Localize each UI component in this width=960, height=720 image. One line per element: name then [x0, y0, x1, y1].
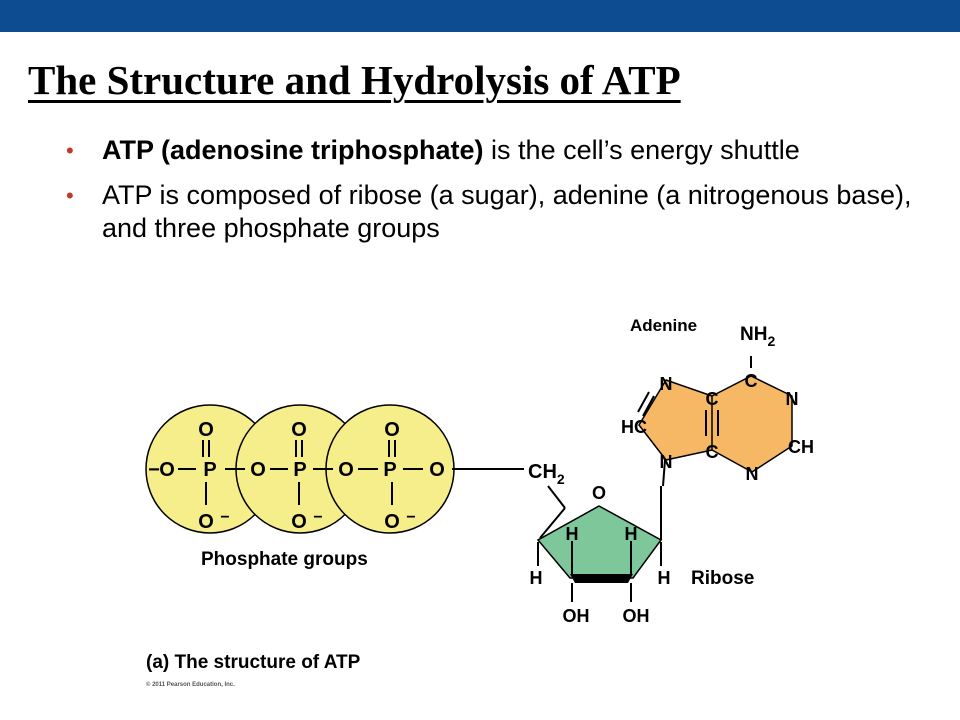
atom-n: N [746, 464, 759, 484]
phosphate-bonds [178, 440, 524, 505]
adenine-atoms: C N C N HC CH C N N [621, 371, 814, 484]
atom-hc: HC [621, 417, 647, 437]
atom-oh: OH [563, 606, 590, 626]
bullet-1-text: is the cell’s energy shuttle [483, 135, 800, 165]
atom-o: O [384, 511, 400, 533]
bullet-icon: • [66, 138, 74, 163]
atom-o: O [384, 419, 400, 441]
atom-o: O [159, 459, 175, 481]
atom-h: H [625, 524, 638, 544]
bullet-item-2: • ATP is composed of ribose (a sugar), a… [66, 179, 946, 245]
bullet-2-text: ATP is composed of ribose (a sugar), ade… [102, 180, 912, 243]
atom-h: H [566, 524, 579, 544]
atom-h: H [542, 461, 556, 483]
atom-o: O [198, 511, 214, 533]
atom-ch: CH [788, 437, 814, 457]
atom-p: P [383, 459, 396, 481]
adenine-bonds [637, 356, 752, 487]
atom-o: O [250, 459, 266, 481]
atom-oh: OH [623, 606, 650, 626]
atom-o: O [429, 459, 445, 481]
header-bar [0, 0, 960, 32]
atom-minus: − [220, 509, 229, 526]
atom-c: C [706, 442, 719, 462]
atom-n: N [660, 374, 673, 394]
atom-c: C [706, 389, 719, 409]
atom-o: O [291, 511, 307, 533]
adenine-label: Adenine [630, 316, 697, 335]
atom-ch2: CH2 [528, 461, 565, 487]
atom-o: O [291, 419, 307, 441]
ribose-label: Ribose [691, 568, 754, 589]
atom-p: P [293, 459, 306, 481]
subscript-2: 2 [767, 333, 775, 349]
copyright-text: © 2011 Pearson Education, Inc. [146, 681, 235, 688]
bullet-list: • ATP (adenosine triphosphate) is the ce… [66, 134, 946, 257]
adenine-rings [638, 375, 793, 473]
bullet-item-1: • ATP (adenosine triphosphate) is the ce… [66, 134, 946, 167]
atom-nh2: NH2 [740, 324, 775, 349]
atom-nh: NH [740, 324, 767, 345]
atom-o: O [338, 459, 354, 481]
phosphate-atoms: O O O − O P O P O P O O − O − O − [148, 419, 445, 533]
bullet-icon: • [66, 183, 74, 208]
atom-o: O [592, 483, 606, 503]
atom-n: N [786, 389, 799, 409]
atom-o: O [198, 419, 214, 441]
ribose-bonds [537, 485, 662, 602]
atom-p: P [203, 459, 216, 481]
ribose-atoms: O H H H H OH OH [530, 483, 671, 626]
atom-h: H [658, 568, 671, 588]
bullet-1-bold: ATP (adenosine triphosphate) [102, 135, 484, 165]
figure-caption: (a) The structure of ATP [146, 652, 361, 673]
atom-h: H [530, 568, 543, 588]
slide-title: The Structure and Hydrolysis of ATP [28, 57, 681, 103]
atom-minus: − [148, 459, 160, 481]
atom-n: N [660, 452, 673, 472]
subscript-2: 2 [557, 471, 565, 487]
atom-c: C [745, 371, 758, 391]
atom-minus: − [313, 509, 322, 526]
atom-c: C [528, 461, 542, 483]
phosphate-groups-label: Phosphate groups [201, 549, 368, 570]
atom-minus: − [406, 509, 415, 526]
ribose-bold-edge [570, 574, 633, 583]
